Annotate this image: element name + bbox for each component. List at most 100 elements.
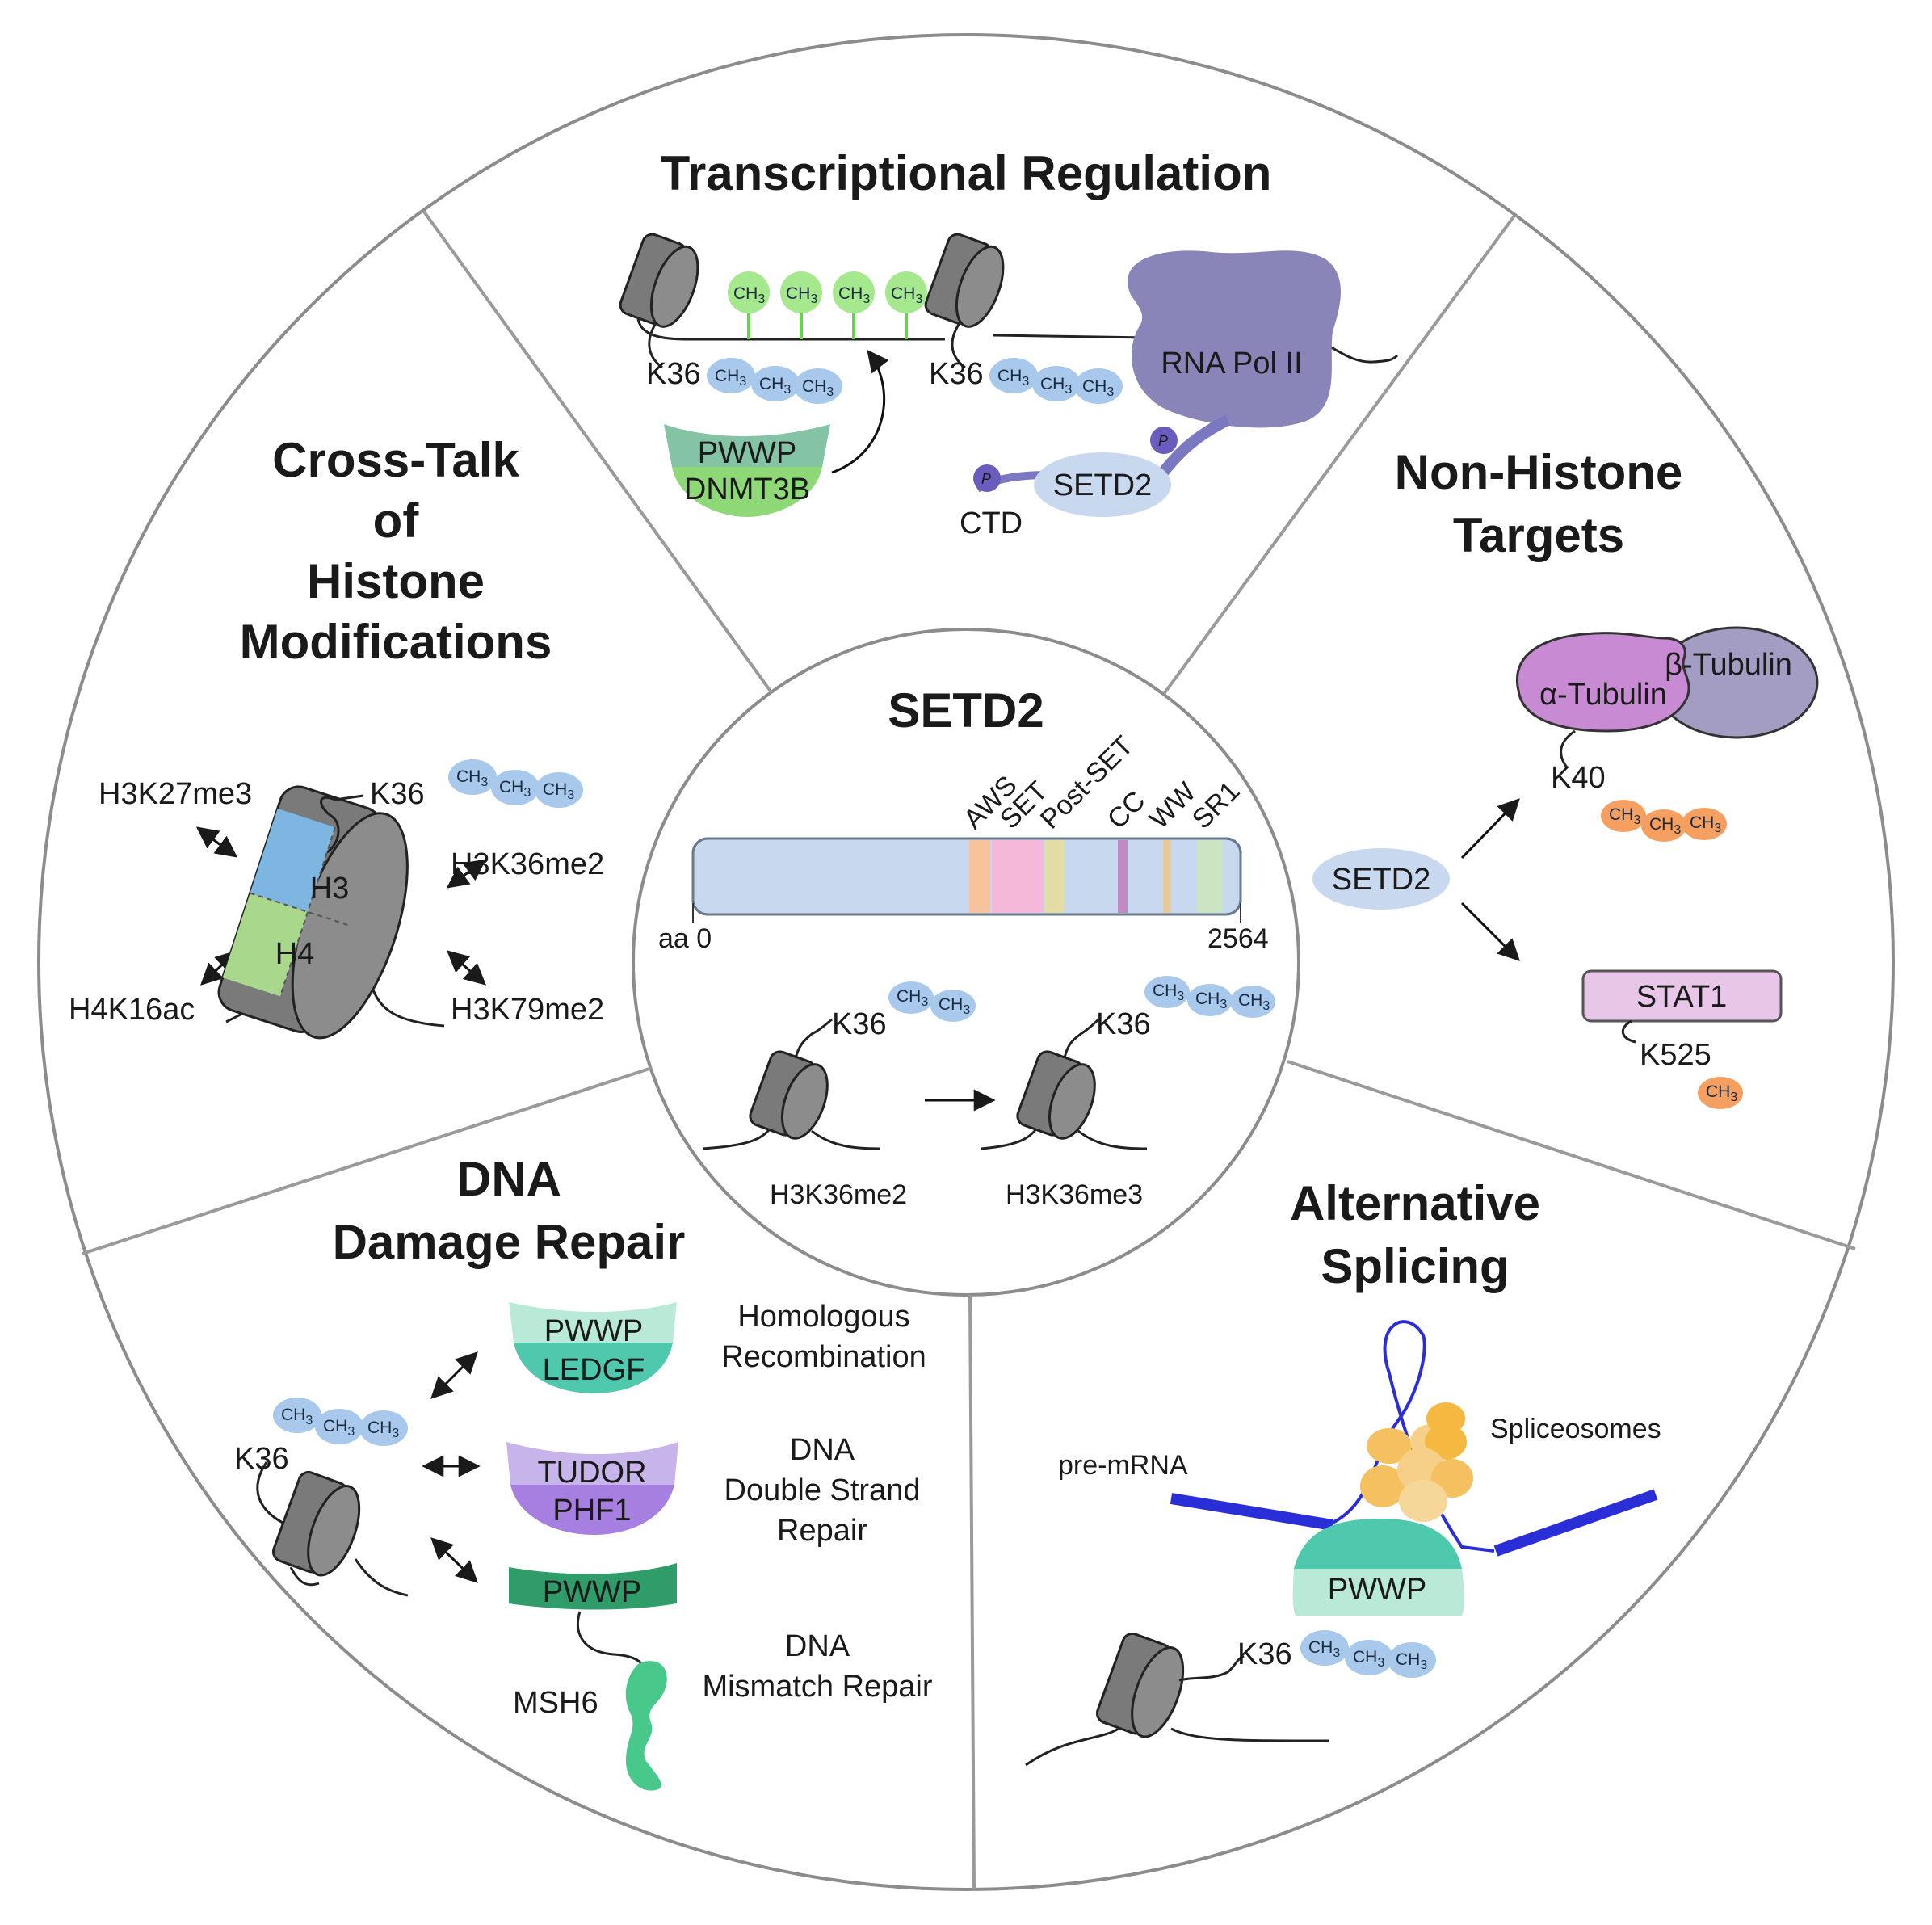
alpha-tubulin: α-Tubulin: [1539, 678, 1667, 712]
sector-transcription: Transcriptional Regulation CH3 CH3: [619, 146, 1399, 540]
phospho-label: P: [1158, 433, 1168, 449]
sector-crosstalk: Cross-Talk of Histone Modifications H3K2…: [69, 433, 604, 1040]
methyl-label: CH3: [1706, 1082, 1737, 1104]
methyl-label: CH3: [1353, 1648, 1384, 1670]
methyl-label: CH3: [1649, 815, 1681, 837]
hr-line-2: Recombination: [721, 1340, 926, 1374]
methyl-label: CH3: [838, 284, 870, 306]
pwwp-ledgf: [509, 1302, 677, 1393]
methyl-label: CH3: [1690, 813, 1721, 835]
k40-label: K40: [1551, 761, 1606, 795]
center-k36-right: K36: [1096, 1007, 1151, 1041]
methyl-splicing: CH3 CH3 CH3: [1300, 1630, 1436, 1678]
methyl-center-right: CH3 CH3 CH3: [1144, 976, 1275, 1018]
methyl-label: CH3: [1082, 377, 1114, 399]
repair-pwwp-1: PWWP: [544, 1314, 643, 1348]
aa-start: aa 0: [658, 923, 712, 954]
ctd-label: CTD: [960, 506, 1023, 540]
nucleosome-me2: [702, 1018, 881, 1150]
nucleosome-tx-b: [924, 233, 1005, 328]
methyl-label: CH3: [1238, 991, 1270, 1013]
nucleosome-repair: [256, 1461, 409, 1597]
crosstalk-title-4: Modifications: [240, 615, 552, 669]
pwwp-dnmt3b: [664, 424, 830, 517]
center-k36-left: K36: [832, 1007, 887, 1041]
dsb-line-2: Double Strand: [724, 1473, 921, 1507]
methyl-label: CH3: [1195, 990, 1227, 1011]
domain-bar: [691, 837, 1242, 923]
methyl-repair: CH3 CH3 CH3: [273, 1398, 408, 1446]
ledgf-label: LEDGF: [543, 1353, 645, 1387]
h4k16ac-label: H4K16ac: [69, 993, 195, 1027]
repair-title-2: Damage Repair: [333, 1215, 686, 1269]
methyl-label: CH3: [456, 767, 488, 789]
aa-end: 2564: [1208, 923, 1269, 954]
nonhistone-title-2: Targets: [1453, 508, 1624, 562]
methyl-label: CH3: [1609, 805, 1640, 827]
h3k36me2-label: H3K36me2: [451, 847, 604, 881]
splicing-pwwp: PWWP: [1328, 1573, 1426, 1607]
state-me3: H3K36me3: [1006, 1179, 1143, 1210]
dna-methylation: CH3 CH3 CH3 CH3: [728, 271, 927, 339]
sector-dna-repair: DNA Damage Repair CH3 CH3 CH3 K36: [234, 1152, 933, 1791]
splicing-title-2: Splicing: [1321, 1239, 1509, 1293]
center-setd2: SETD2 AWS SET Post-SET CC WW SR1 aa 0 25…: [658, 683, 1275, 1210]
repair-title-1: DNA: [456, 1152, 561, 1206]
tx-setd2: SETD2: [1053, 469, 1152, 502]
sector-splicing: Alternative Splicing Spliceosomes pre-mR…: [1025, 1176, 1661, 1767]
repair-pwwp-2: PWWP: [543, 1575, 641, 1609]
methyl-center-left: CH3 CH3: [888, 981, 976, 1022]
methyl-tx-a: CH3 CH3 CH3: [707, 358, 842, 404]
h3k27me3-label: H3K27me3: [99, 777, 252, 811]
crosstalk-title-3: Histone: [307, 554, 485, 608]
methyl-label: CH3: [323, 1417, 355, 1439]
crosstalk-k36: K36: [370, 777, 425, 811]
methyl-tubulin: CH3 CH3 CH3: [1601, 800, 1727, 842]
nucleosome-crosstalk: [217, 785, 445, 1040]
methyl-label: CH3: [786, 284, 817, 306]
pwwp-msh6: [509, 1563, 677, 1610]
methyl-label: CH3: [715, 367, 746, 389]
phf1-label: PHF1: [552, 1494, 631, 1528]
transcription-title: Transcriptional Regulation: [661, 146, 1272, 200]
pre-mrna-label: pre-mRNA: [1058, 1450, 1188, 1481]
methyl-label: CH3: [1040, 375, 1072, 397]
nucleosome-splicing: [1025, 1632, 1329, 1767]
spliceosomes-label: Spliceosomes: [1490, 1414, 1661, 1444]
tx-k36-b: K36: [929, 357, 984, 391]
crosstalk-title-2: of: [373, 494, 420, 548]
methyl-label: CH3: [733, 284, 765, 306]
methyl-label: CH3: [939, 995, 970, 1017]
msh6-protein: [625, 1661, 667, 1791]
spliceosome: [1360, 1402, 1473, 1522]
methyl-label: CH3: [891, 284, 922, 306]
tx-k36-a: K36: [646, 357, 701, 391]
msh6-label: MSH6: [513, 1686, 598, 1720]
methyl-label: CH3: [802, 377, 834, 399]
sector-nonhistone: Non-Histone Targets β-Tubulin α-Tubulin …: [1312, 445, 1819, 1109]
dsb-line-3: Repair: [777, 1514, 867, 1548]
methyl-label: CH3: [281, 1406, 313, 1427]
mmr-line-2: Mismatch Repair: [702, 1670, 932, 1704]
crosstalk-title-1: Cross-Talk: [272, 433, 519, 487]
rna-pol-label: RNA Pol II: [1161, 347, 1302, 380]
nucleosome-tx-a: [619, 233, 699, 328]
phospho-label: P: [981, 471, 991, 487]
dsb-line-1: DNA: [790, 1433, 855, 1467]
k525-label: K525: [1640, 1038, 1712, 1072]
h4-label: H4: [275, 937, 315, 971]
mmr-line-1: DNA: [785, 1629, 850, 1663]
nh-setd2: SETD2: [1332, 863, 1430, 897]
methyl-label: CH3: [759, 375, 791, 397]
nucleosome-me3: [981, 1018, 1148, 1150]
tx-pwwp: PWWP: [698, 436, 796, 470]
tudor-phf1: [506, 1442, 678, 1535]
methyl-label: CH3: [897, 987, 928, 1009]
hr-line-1: Homologous: [737, 1300, 909, 1334]
pwwp-splicing: [1292, 1519, 1464, 1616]
beta-tubulin: β-Tubulin: [1665, 648, 1792, 682]
rna-pol-ii: [1128, 250, 1341, 428]
methyl-label: CH3: [543, 780, 574, 802]
methyl-label: CH3: [368, 1419, 399, 1440]
